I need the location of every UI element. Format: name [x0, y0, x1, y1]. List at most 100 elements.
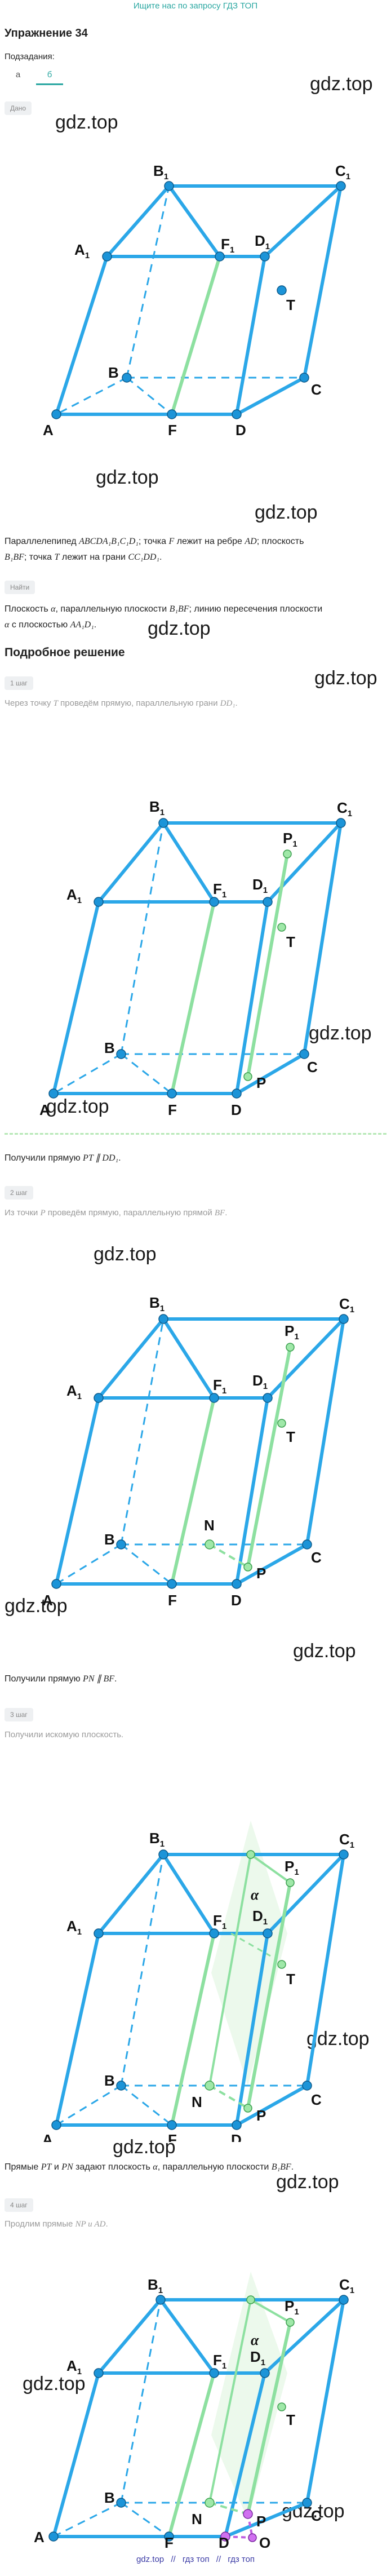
label-a: A	[43, 422, 54, 439]
svg-text:N: N	[192, 2093, 202, 2110]
find-text-line1: Плоскость α, параллельную плоскости B₁BF…	[5, 604, 323, 614]
step3-badge: 3 шаг	[5, 1708, 33, 1721]
edge-dd1	[235, 255, 266, 416]
svg-text:D1: D1	[250, 2348, 265, 2367]
footer-link[interactable]: гдз топ	[228, 2555, 255, 2564]
point-b1	[164, 181, 174, 191]
label-c1: C1	[335, 162, 350, 182]
point-c	[299, 373, 309, 383]
svg-text:A1: A1	[66, 1382, 82, 1401]
top-search-banner: Ищите нас по запросу ГДЗ ТОП	[0, 0, 391, 14]
svg-text:F: F	[168, 1101, 177, 1116]
step3-result: Прямые PT и PN задают плоскость α, парал…	[5, 2162, 294, 2172]
page-title: Упражнение 34	[5, 27, 88, 39]
svg-text:D: D	[231, 1592, 242, 1609]
svg-text:C: C	[311, 2091, 322, 2108]
find-badge: Найти	[5, 581, 35, 594]
footer-separator: //	[216, 2555, 221, 2564]
svg-text:D1: D1	[252, 876, 268, 895]
point-d	[220, 2531, 230, 2542]
watermark: gdz.top	[293, 1640, 356, 1662]
svg-text:B1: B1	[149, 798, 165, 817]
step1-badge: 1 шаг	[5, 676, 33, 690]
point-a	[51, 409, 61, 419]
step3-instruction: Получили искомую плоскость.	[5, 1730, 124, 1740]
svg-text:P: P	[256, 1565, 266, 1582]
svg-text:A1: A1	[66, 2357, 82, 2376]
svg-text:C: C	[311, 2507, 322, 2524]
search-hint-link[interactable]: Ищите нас по запросу ГДЗ ТОП	[133, 1, 258, 11]
figure-step4: A F D C B N P Q T α A1 B1 C1 D1 F1 P1	[34, 2272, 354, 2548]
figure-step1: A F D C B P T A1 B1 C1 D1 F1 P1	[39, 798, 352, 1116]
svg-text:α: α	[251, 1887, 259, 1903]
point-d1	[260, 251, 270, 262]
edge-dc	[235, 376, 306, 416]
point-a1	[102, 251, 112, 262]
watermark: gdz.top	[46, 1096, 109, 1117]
tab-b[interactable]: б	[36, 67, 63, 85]
line-ff1	[170, 256, 221, 415]
watermark: gdz.top	[276, 2171, 339, 2193]
svg-text:B1: B1	[149, 1294, 165, 1313]
label-b1: B1	[153, 162, 168, 182]
given-text-line1: Параллелепипед ABCDA₁B₁C₁D₁; точка F леж…	[5, 537, 304, 546]
svg-text:C1: C1	[339, 1831, 354, 1850]
edge-a1b1	[105, 184, 171, 258]
svg-text:D: D	[231, 2131, 242, 2142]
point-t	[277, 923, 286, 932]
svg-text:B1: B1	[149, 1830, 165, 1849]
solution-title: Подробное решение	[5, 646, 125, 659]
svg-text:C: C	[307, 1059, 318, 1075]
watermark: gdz.top	[23, 2373, 86, 2394]
svg-text:F: F	[168, 1592, 177, 1609]
svg-text:α: α	[251, 2332, 259, 2348]
line-pn	[208, 1543, 249, 1568]
svg-text:P: P	[256, 1074, 266, 1091]
footer-separator: //	[171, 2555, 176, 2564]
step1-result: Получили прямую PT ∥ DD₁.	[5, 1153, 121, 1163]
svg-text:C1: C1	[339, 1295, 354, 1314]
line-alpha-edge	[208, 1854, 252, 2086]
figure-given: A F D C B T A1 B1 C1 D1 F1	[43, 162, 350, 439]
svg-text:D1: D1	[252, 1372, 268, 1391]
svg-text:F1: F1	[213, 880, 226, 900]
svg-text:N: N	[204, 1517, 215, 1534]
label-f: F	[168, 422, 177, 439]
footer: gdz.top // гдз топ // гдз топ	[0, 2555, 391, 2564]
svg-text:F: F	[168, 2131, 177, 2142]
svg-text:P: P	[256, 2513, 266, 2530]
svg-text:C: C	[311, 1549, 322, 1566]
svg-text:B: B	[104, 1531, 115, 1548]
point-p1	[283, 849, 292, 858]
svg-text:D: D	[231, 1101, 242, 1116]
svg-text:P1: P1	[285, 2298, 299, 2317]
footer-link[interactable]: гдз топ	[182, 2555, 210, 2564]
svg-text:A1: A1	[66, 886, 82, 905]
edge-aa1	[55, 255, 109, 416]
watermark: gdz.top	[55, 112, 118, 133]
step2-result: Получили прямую PN ∥ BF.	[5, 1674, 117, 1684]
svg-text:P1: P1	[285, 1858, 299, 1877]
svg-text:P1: P1	[285, 1322, 299, 1342]
footer-link[interactable]: gdz.top	[136, 2555, 165, 2564]
svg-text:B: B	[104, 1039, 115, 1056]
svg-text:C1: C1	[339, 2276, 354, 2295]
watermark: gdz.top	[282, 2500, 345, 2522]
edge-cc1	[303, 184, 343, 379]
label-t: T	[286, 296, 295, 313]
figure-step2: A F D C B N P T A1 B1 C1 D1 F1 P1	[42, 1294, 354, 1609]
tab-a[interactable]: а	[15, 70, 21, 79]
label-c: C	[311, 381, 322, 398]
watermark: gdz.top	[314, 667, 377, 689]
watermark: gdz.top	[113, 2136, 176, 2158]
point-c1	[336, 181, 346, 191]
svg-text:A: A	[34, 2529, 45, 2546]
svg-text:A: A	[39, 1101, 50, 1116]
point-d	[232, 409, 242, 419]
given-text-line2: B₁BF; точка T лежит на грани CC₁DD₁.	[5, 552, 162, 562]
svg-text:P1: P1	[283, 830, 297, 849]
svg-text:F: F	[165, 2534, 174, 2548]
step2-instruction: Из точки P проведём прямую, параллельную…	[5, 1208, 228, 1218]
point-f1	[215, 251, 225, 262]
svg-text:D: D	[219, 2534, 229, 2548]
